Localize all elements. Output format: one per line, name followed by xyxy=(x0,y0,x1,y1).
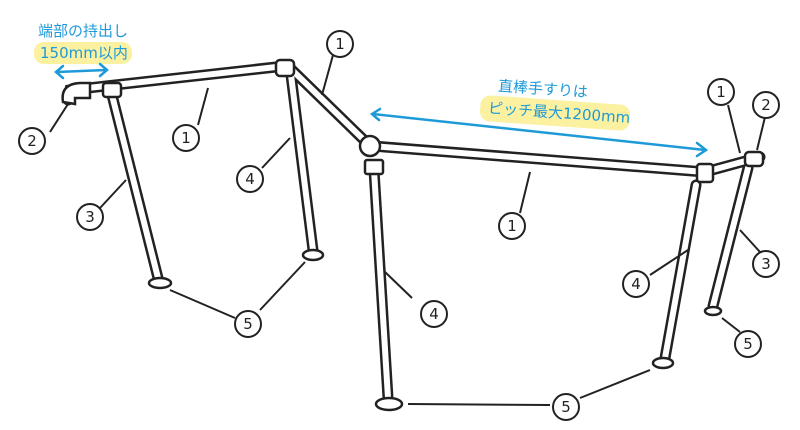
part-label-1: 1 xyxy=(172,124,200,152)
part-label-3: 3 xyxy=(76,203,104,231)
dimension-arrows xyxy=(54,62,709,158)
part-label-2: 2 xyxy=(18,127,46,155)
part-label-4: 4 xyxy=(420,300,448,328)
overhang-note-value: 150mm以内 xyxy=(40,44,128,62)
part-label-2: 2 xyxy=(752,91,780,119)
part-label-1: 1 xyxy=(326,30,354,58)
pipe-outline xyxy=(62,60,766,404)
part-label-1: 1 xyxy=(707,78,735,106)
part-label-5: 5 xyxy=(552,393,580,421)
pipe-inner xyxy=(65,63,763,401)
part-label-4: 4 xyxy=(236,165,264,193)
part-label-5: 5 xyxy=(234,310,262,338)
highlight xyxy=(34,42,132,64)
fittings xyxy=(61,58,765,412)
part-label-5: 5 xyxy=(734,330,762,358)
leader-lines xyxy=(49,54,766,406)
part-label-1: 1 xyxy=(498,212,526,240)
part-label-3: 3 xyxy=(752,250,780,278)
overhang-note-title: 端部の持出し xyxy=(38,22,129,40)
part-label-4: 4 xyxy=(622,270,650,298)
